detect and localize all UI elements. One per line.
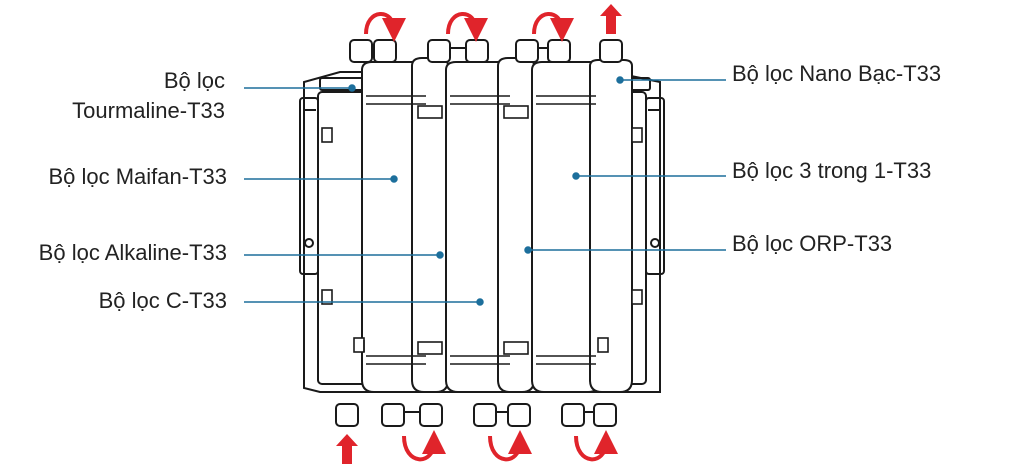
top-flow-arrows bbox=[364, 12, 574, 42]
flow-arrow-icon bbox=[574, 430, 618, 462]
label-tourmaline: Bộ lọc Tourmaline-T33 bbox=[20, 66, 225, 126]
flow-arrow-icon bbox=[446, 12, 488, 42]
label-alkaline: Bộ lọc Alkaline-T33 bbox=[38, 240, 227, 265]
flow-arrow-icon bbox=[532, 12, 574, 42]
flow-arrow-icon bbox=[488, 430, 532, 462]
label-nano-bac: Bộ lọc Nano Bạc-T33 bbox=[732, 61, 942, 86]
filter-cartridges bbox=[361, 57, 633, 393]
label-tourmaline-line1: Bộ lọc bbox=[163, 68, 225, 93]
bottom-flow-arrows bbox=[402, 430, 618, 462]
label-maifan: Bộ lọc Maifan-T33 bbox=[48, 164, 227, 189]
up-arrow-icon bbox=[600, 4, 622, 34]
label-tourmaline-line2: Tourmaline-T33 bbox=[72, 98, 225, 123]
flow-arrow-icon bbox=[402, 430, 446, 462]
up-arrow-icon bbox=[336, 434, 358, 464]
flow-arrow-icon bbox=[364, 12, 406, 42]
bottom-fittings bbox=[335, 403, 617, 427]
label-orp: Bộ lọc ORP-T33 bbox=[732, 231, 893, 256]
top-fittings bbox=[349, 39, 623, 63]
leader-lines bbox=[244, 76, 726, 306]
label-3-trong-1: Bộ lọc 3 trong 1-T33 bbox=[732, 158, 932, 183]
label-c: Bộ lọc C-T33 bbox=[98, 288, 227, 313]
cartridge-6 bbox=[589, 59, 633, 393]
